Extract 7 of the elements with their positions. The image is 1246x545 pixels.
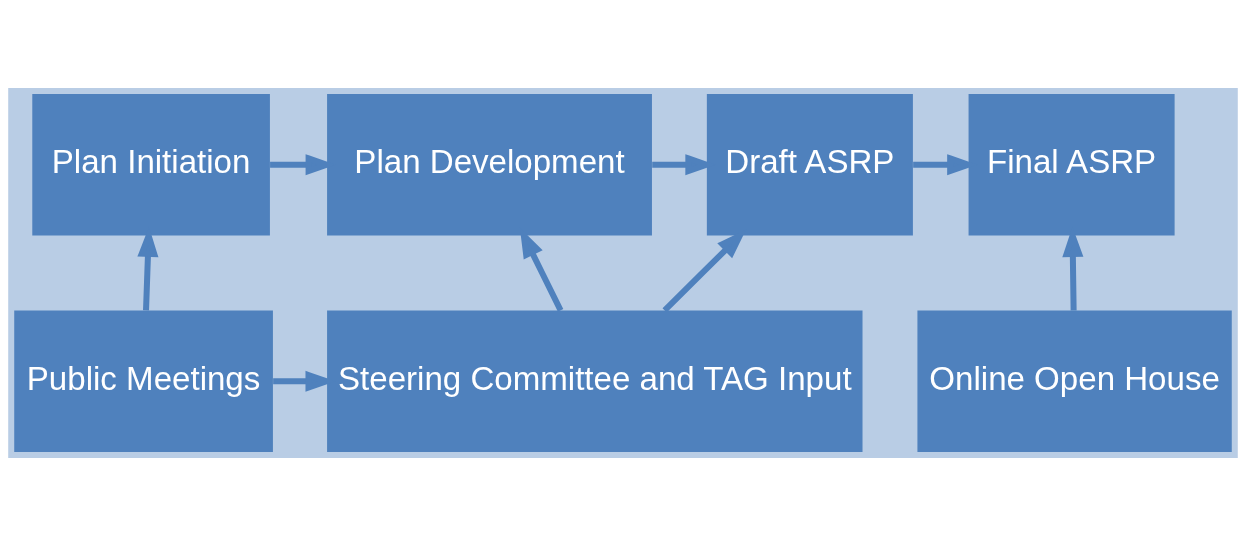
node-box: Online Open House: [917, 310, 1232, 452]
node-box: Final ASRP: [968, 93, 1175, 235]
node-box: Steering Committee and TAG Input: [327, 310, 863, 452]
node-box: Plan Development: [327, 93, 652, 235]
node-box: Public Meetings: [14, 310, 273, 452]
node-box: Plan Initiation: [32, 93, 270, 235]
node-box: Draft ASRP: [706, 93, 913, 235]
